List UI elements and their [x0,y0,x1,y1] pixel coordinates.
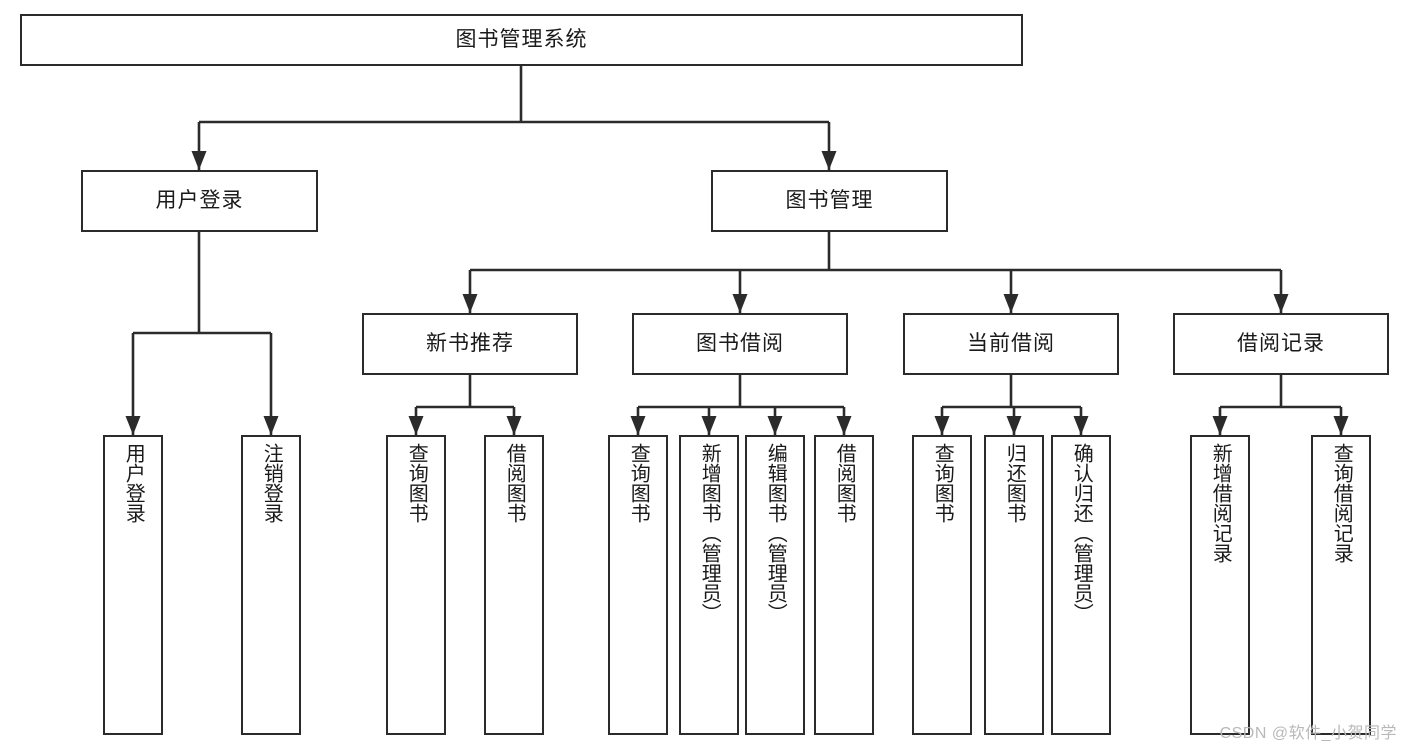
arrowhead-icon [506,416,522,435]
arrowhead-icon [767,416,783,435]
node-label: 借阅记录 [1237,332,1325,356]
arrowhead-icon [263,416,279,435]
arrowhead-icon [701,416,717,435]
arrowhead-icon [125,416,141,435]
node-root: 图书管理系统 [20,14,1023,66]
watermark: CSDN @软件_小贺同学 [1219,725,1397,742]
node-label: 新书推荐 [426,332,514,356]
arrowhead-icon [1073,416,1089,435]
node-label: 查询图书 [627,443,650,523]
node-leaf-add-borrow-record: 新增借阅记录 [1190,435,1250,735]
node-leaf-return-book: 归还图书 [984,435,1044,735]
node-leaf-confirm-return-admin: 确认归还（管理员） [1051,435,1111,735]
arrowhead-icon [836,416,852,435]
node-new-book-recommend: 新书推荐 [362,313,578,375]
node-book-manage: 图书管理 [711,170,948,232]
node-label: 编辑图书（管理员） [764,443,787,623]
node-label: 查询图书 [405,443,428,523]
arrowhead-icon [1003,294,1019,313]
node-user-login: 用户登录 [81,170,318,232]
arrowhead-icon [1212,416,1228,435]
node-borrow-record: 借阅记录 [1173,313,1389,375]
node-label: 图书借阅 [696,332,784,356]
arrowhead-icon [1333,416,1349,435]
arrowhead-icon [934,416,950,435]
node-label: 图书管理系统 [455,28,588,52]
node-leaf-user-logout: 注销登录 [241,435,301,735]
node-leaf-borrow-book-2: 借阅图书 [814,435,874,735]
node-leaf-query-book-1: 查询图书 [386,435,446,735]
arrowhead-icon [732,294,748,313]
node-label: 查询图书 [931,443,954,523]
node-label: 新增借阅记录 [1209,443,1232,563]
node-leaf-query-book-2: 查询图书 [608,435,668,735]
node-label: 新增图书（管理员） [698,443,721,623]
node-leaf-borrow-book-1: 借阅图书 [484,435,544,735]
node-leaf-query-borrow-record: 查询借阅记录 [1311,435,1371,735]
node-label: 当前借阅 [967,332,1055,356]
node-leaf-query-book-3: 查询图书 [912,435,972,735]
arrowhead-icon [1273,294,1289,313]
node-label: 用户登录 [122,443,145,523]
node-label: 归还图书 [1003,443,1026,523]
arrowhead-icon [821,151,837,170]
node-book-borrow: 图书借阅 [632,313,848,375]
node-label: 确认归还（管理员） [1070,443,1093,623]
node-label: 用户登录 [155,189,244,213]
node-current-borrow: 当前借阅 [903,313,1119,375]
arrowhead-icon [408,416,424,435]
arrowhead-icon [191,151,207,170]
node-leaf-user-login: 用户登录 [103,435,163,735]
node-label: 图书管理 [785,189,874,213]
node-leaf-edit-book-admin: 编辑图书（管理员） [745,435,805,735]
node-label: 借阅图书 [503,443,526,523]
arrowhead-icon [1006,416,1022,435]
arrowhead-icon [630,416,646,435]
arrowhead-icon [462,294,478,313]
node-leaf-add-book-admin: 新增图书（管理员） [679,435,739,735]
node-label: 查询借阅记录 [1330,443,1353,563]
node-label: 注销登录 [260,443,283,523]
node-label: 借阅图书 [833,443,856,523]
